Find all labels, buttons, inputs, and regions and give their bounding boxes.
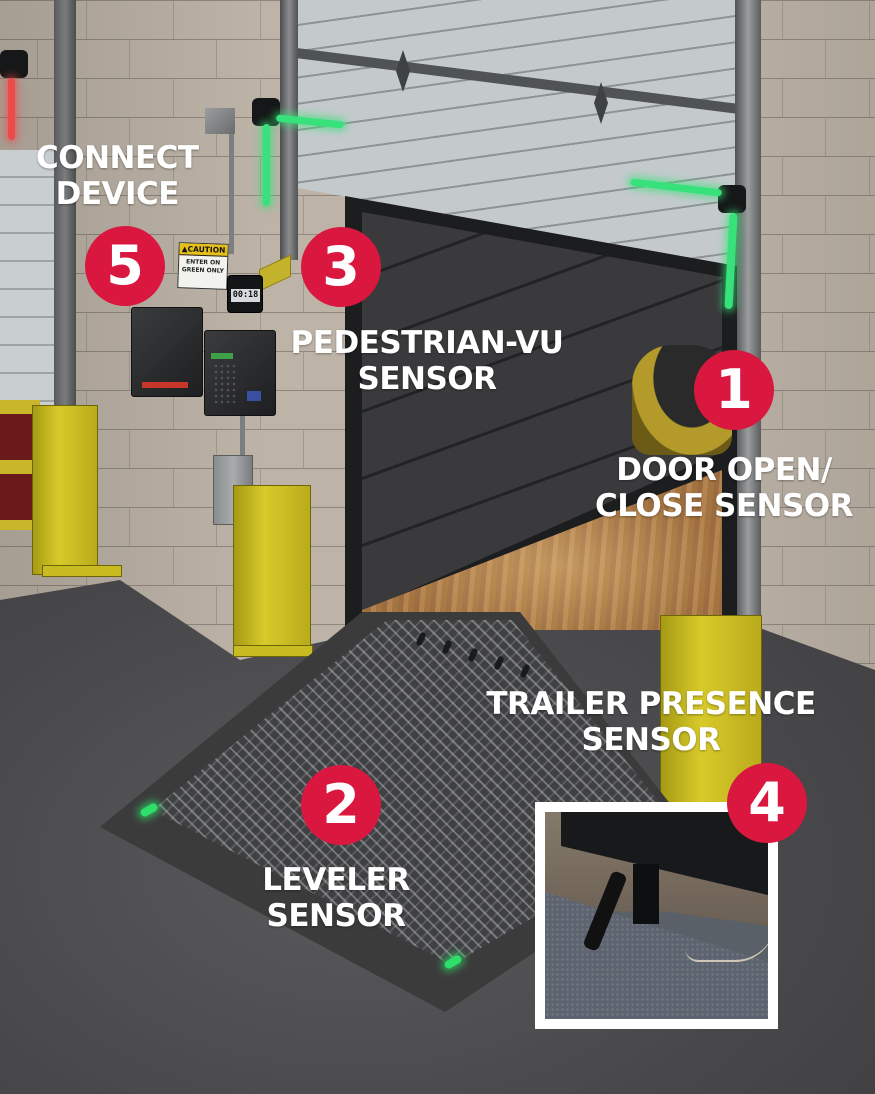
callout-4-line1: TRAILER PRESENCE: [486, 686, 816, 722]
caution-sign-line2: GREEN ONLY: [181, 266, 225, 275]
callout-1-line1: DOOR OPEN/: [616, 452, 832, 488]
door-frame-left: [280, 0, 298, 260]
red-light-beam: [8, 78, 15, 140]
callout-3-badge: 3: [301, 227, 381, 307]
callout-1-label: DOOR OPEN/ CLOSE SENSOR: [583, 452, 865, 524]
panel-logo: [247, 391, 261, 401]
door-left-sensor-head: [252, 98, 280, 126]
panel-keypad: [213, 363, 235, 403]
callout-2-label: LEVELER SENSOR: [250, 862, 422, 934]
conduit: [229, 134, 234, 254]
callout-2-line1: LEVELER: [262, 862, 410, 898]
callout-2-badge: 2: [301, 765, 381, 845]
callout-4-label: TRAILER PRESENCE SENSOR: [470, 686, 832, 758]
sensor-cable: [685, 922, 768, 962]
caution-sign: ▲CAUTION ENTER ON GREEN ONLY: [177, 242, 229, 290]
caution-sign-header: ▲CAUTION: [179, 243, 228, 257]
pedestrian-vu-timer: 00:18: [227, 275, 263, 313]
callout-3-line1: PEDESTRIAN-VU: [290, 325, 564, 361]
callout-5-label: CONNECT DEVICE: [36, 140, 199, 212]
door-hinge: [396, 50, 410, 92]
callout-3-line2: SENSOR: [357, 361, 498, 397]
callout-5-line1: CONNECT: [36, 140, 199, 176]
bollard-left-base: [42, 565, 122, 577]
green-light-beam-vertical: [263, 124, 270, 206]
conduit: [240, 416, 245, 456]
adjacent-dock-door: [0, 150, 62, 410]
sensor-bracket: [633, 864, 659, 924]
panel-status-display: [211, 353, 233, 359]
adjacent-door-sensor-head: [0, 50, 28, 78]
callout-5-badge: 5: [85, 226, 165, 306]
callout-5-line2: DEVICE: [55, 176, 180, 212]
door-hinge: [594, 82, 608, 124]
callout-4-line2: SENSOR: [581, 722, 722, 758]
bollard-left: [32, 405, 98, 575]
bollard-center: [233, 485, 311, 653]
trailer-presence-sensor-inset: [535, 802, 778, 1029]
junction-box-top: [205, 108, 235, 134]
bollard-center-base: [233, 645, 313, 657]
timer-display: 00:18: [231, 289, 260, 302]
callout-4-badge: 4: [727, 763, 807, 843]
callout-1-line2: CLOSE SENSOR: [594, 488, 854, 524]
connect-device-controller: [131, 307, 203, 397]
callout-1-badge: 1: [694, 350, 774, 430]
adjacent-door-frame: [54, 0, 76, 420]
dock-control-panel: [204, 330, 276, 416]
callout-3-label: PEDESTRIAN-VU SENSOR: [278, 325, 576, 397]
door-right-sensor-head: [718, 185, 746, 213]
callout-2-line2: SENSOR: [266, 898, 407, 934]
door-frame-right: [735, 0, 761, 620]
